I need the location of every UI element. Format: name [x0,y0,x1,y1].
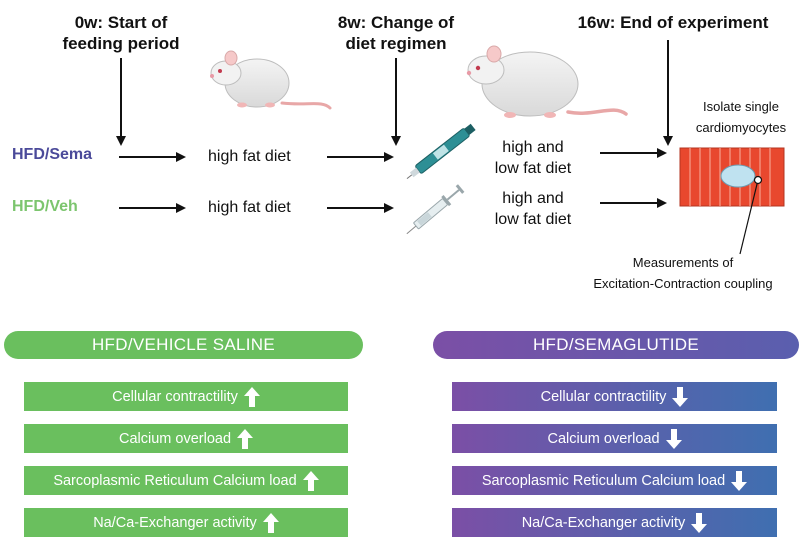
isolate-cardiomyocytes-label: Isolate single cardiomyocytes [695,99,787,135]
semaglutide-item: Calcium overload [452,424,777,453]
cardiomyocyte-icon [679,147,785,255]
pen-injector-icon [406,123,476,180]
arrow-up-icon [237,428,254,449]
diet-label-veh-initial: high fat diet [208,199,291,216]
vehicle-item: Sarcoplasmic Reticulum Calcium load [24,466,348,495]
semaglutide-item: Sarcoplasmic Reticulum Calcium load [452,466,777,495]
arrow-up-icon [243,386,260,407]
timeline-label-8w: 8w: Change of diet regimen [337,13,455,53]
diet-label-veh-second: high and low fat diet [494,190,572,228]
vehicle-item: Cellular contractility [24,382,348,411]
timeline-label-0w: 0w: Start of feeding period [62,13,180,53]
group-label-veh: HFD/Veh [12,198,78,215]
arrow-up-icon [262,512,279,533]
panel-header-semaglutide: HFD/SEMAGLUTIDE [433,331,799,359]
rat-icon [210,50,332,110]
diet-label-sema-second: high and low fat diet [494,139,572,177]
measurements-label: Measurements of Excitation-Contraction c… [593,255,773,291]
arrow-down-icon [691,512,708,533]
vehicle-item: Na/Ca-Exchanger activity [24,508,348,537]
group-label-sema: HFD/Sema [12,146,93,163]
syringe-icon [406,184,465,235]
semaglutide-item: Na/Ca-Exchanger activity [452,508,777,537]
arrow-up-icon [302,470,319,491]
semaglutide-item: Cellular contractility [452,382,777,411]
panel-header-vehicle: HFD/VEHICLE SALINE [4,331,363,359]
arrow-down-icon [665,428,682,449]
timeline-label-16w: 16w: End of experiment [577,13,769,32]
arrow-down-icon [672,386,689,407]
arrow-down-icon [731,470,748,491]
diet-label-sema-initial: high fat diet [208,148,291,165]
rat-icon [466,45,628,118]
vehicle-item: Calcium overload [24,424,348,453]
